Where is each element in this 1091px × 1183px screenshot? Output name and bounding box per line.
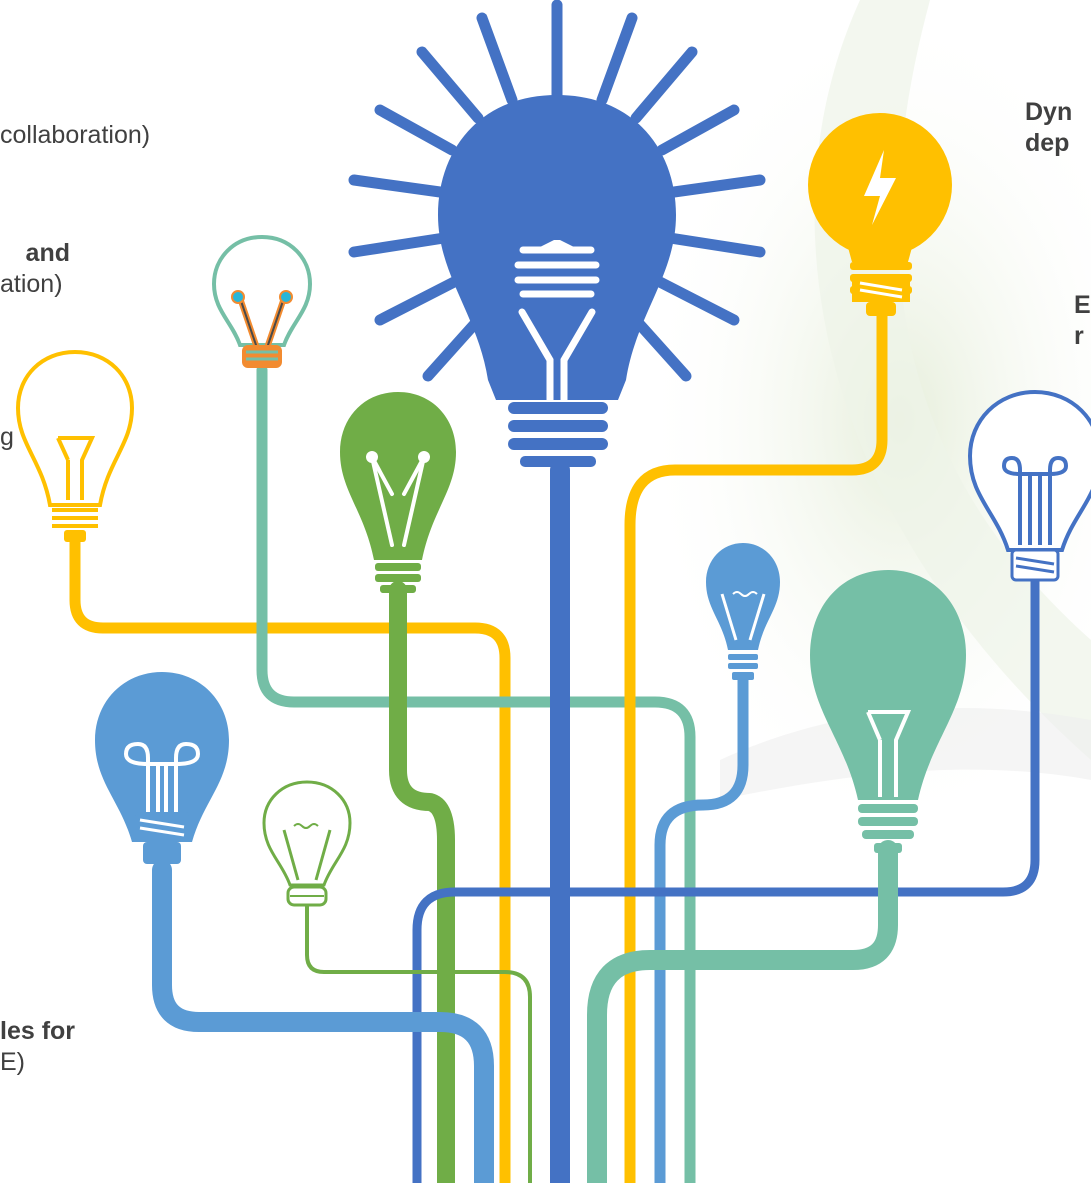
wire-blue-filled	[152, 860, 494, 1183]
wire-small-blue	[654, 674, 749, 1183]
wire-large-teal	[587, 840, 898, 1183]
right-text-2-line2: r	[1074, 322, 1084, 350]
central-bulb-icon	[348, 0, 766, 467]
wire-teal-outline	[256, 364, 696, 1183]
wire-green-outline	[305, 903, 532, 1183]
green-bulb-icon	[340, 392, 456, 593]
left-text-1-line1: collaboration)	[0, 121, 151, 149]
left-text-2-line1: and	[25, 239, 70, 267]
wire-right-outline	[412, 575, 1040, 1183]
left-text-4-line1: les for	[0, 1017, 76, 1045]
left-text-3: g	[0, 422, 14, 453]
outline-bulb-icon	[211, 234, 313, 368]
small-blue-bulb-icon	[706, 543, 780, 680]
right-text-1: Dyn dep	[1025, 97, 1072, 159]
right-text-2-line1: E	[1074, 291, 1091, 319]
left-text-4: les for E)	[0, 1016, 75, 1078]
yellow-outline-bulb-icon	[15, 349, 135, 542]
right-text-1-line2: dep	[1025, 129, 1070, 157]
right-text-2: E r	[1074, 290, 1091, 352]
right-text-1-line1: Dyn	[1025, 98, 1073, 126]
left-text-1: collaboration)	[0, 120, 150, 151]
green-outline-bulb-icon	[262, 780, 352, 907]
left-text-3-line1: g	[0, 423, 14, 451]
wire-green	[389, 581, 455, 1183]
left-text-4-line2: E)	[0, 1048, 25, 1076]
large-teal-bulb-icon	[810, 570, 966, 853]
wire-yellow-left	[69, 534, 511, 1183]
left-text-2-line2: ation)	[0, 270, 63, 298]
right-outline-bulb-icon	[967, 389, 1091, 582]
wire-lightning	[624, 294, 888, 1183]
lightning-bulb-icon	[808, 113, 952, 316]
blue-filled-bulb-icon	[95, 672, 229, 864]
left-text-2: and ation)	[0, 238, 70, 300]
